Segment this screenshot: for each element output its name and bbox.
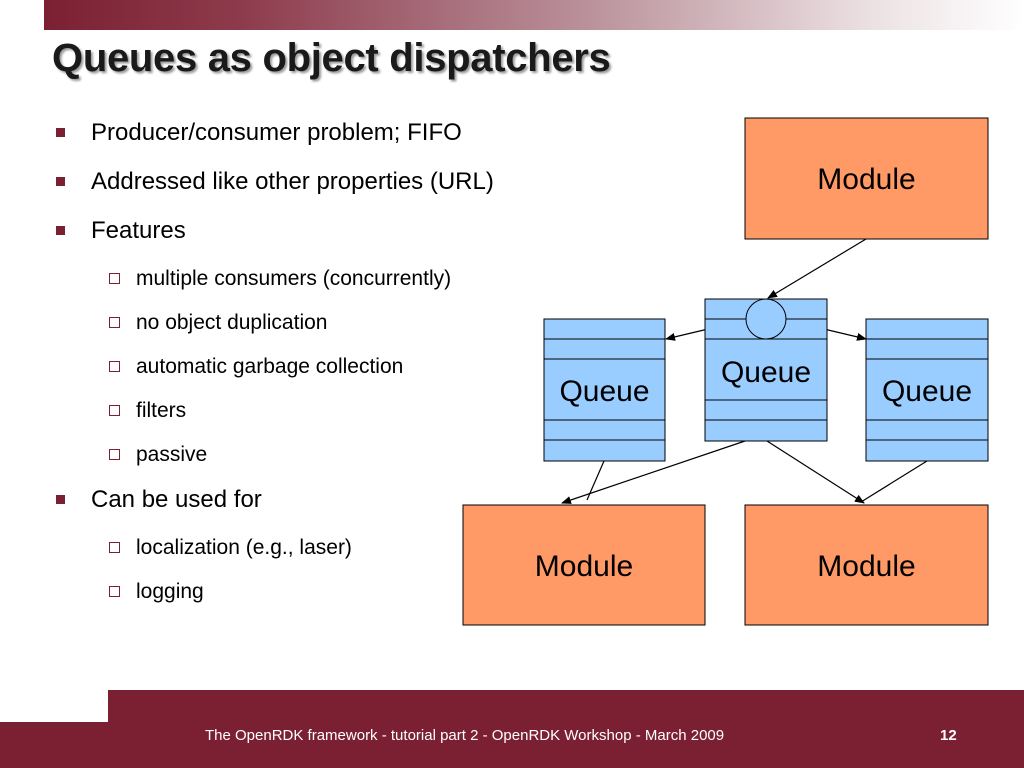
bullet-item: Can be used for [56, 479, 556, 528]
module-bottom-right: Module [744, 504, 989, 626]
queue-right-label: Queue [882, 375, 972, 408]
sub-bullet-text: filters [136, 399, 187, 422]
bullet-item: Addressed like other properties (URL) [56, 161, 556, 210]
header-gradient-bar [44, 0, 1024, 30]
slide-title: Queues as object dispatchers [52, 36, 611, 80]
bullet-list: Producer/consumer problem; FIFO Addresse… [56, 112, 556, 616]
bullet-square-icon [56, 495, 65, 504]
queue-center: Queue [704, 298, 828, 442]
connector-right-queue-to-bottom-right [860, 460, 928, 503]
hollow-square-icon [109, 317, 120, 328]
hollow-square-icon [109, 361, 120, 372]
queue-dispatch-diagram: Module Queue Queue Queue Module Module [462, 117, 989, 626]
queue-left-label: Queue [559, 375, 649, 408]
hollow-square-icon [109, 449, 120, 460]
connector-center-queue-to-bottom-right [766, 440, 865, 504]
footer-bar [0, 690, 1024, 768]
footer-notch [0, 690, 108, 722]
sub-bullet-text: localization (e.g., laser) [136, 536, 352, 559]
sub-bullet-item: automatic garbage collection [56, 347, 556, 391]
queue-object-circle [745, 298, 787, 340]
hollow-square-icon [109, 542, 120, 553]
footer-text: The OpenRDK framework - tutorial part 2 … [205, 727, 725, 744]
connector-module-to-queue [767, 238, 867, 299]
module-bottom-left-label: Module [535, 550, 633, 583]
module-bottom-left: Module [462, 504, 706, 626]
sub-bullet-text: passive [136, 443, 208, 466]
connector-center-queue-to-bottom-left [561, 440, 746, 504]
sub-bullet-item: filters [56, 391, 556, 435]
sub-bullet-text: multiple consumers (concurrently) [136, 267, 452, 290]
module-top: Module [744, 117, 989, 240]
bullet-square-icon [56, 128, 65, 137]
sub-bullet-text: automatic garbage collection [136, 355, 404, 378]
bullet-text: Can be used for [91, 486, 262, 513]
sub-bullet-item: localization (e.g., laser) [56, 528, 556, 572]
sub-bullet-item: passive [56, 435, 556, 479]
hollow-square-icon [109, 586, 120, 597]
queue-right: Queue [865, 318, 989, 462]
hollow-square-icon [109, 405, 120, 416]
sub-bullet-text: logging [136, 580, 204, 603]
sub-bullet-item: no object duplication [56, 303, 556, 347]
bullet-square-icon [56, 177, 65, 186]
hollow-square-icon [109, 273, 120, 284]
page-number: 12 [940, 727, 957, 744]
sub-bullet-text: no object duplication [136, 311, 328, 334]
bullet-text: Features [91, 217, 186, 244]
bullet-square-icon [56, 226, 65, 235]
bullet-text: Producer/consumer problem; FIFO [91, 119, 462, 146]
queue-center-label: Queue [721, 356, 811, 389]
bullet-text: Addressed like other properties (URL) [91, 168, 494, 195]
queue-left: Queue [543, 318, 666, 462]
bullet-item: Features [56, 210, 556, 259]
module-top-label: Module [817, 163, 915, 196]
sub-bullet-item: logging [56, 572, 556, 616]
module-bottom-right-label: Module [817, 550, 915, 583]
sub-bullet-item: multiple consumers (concurrently) [56, 259, 556, 303]
bullet-item: Producer/consumer problem; FIFO [56, 112, 556, 161]
